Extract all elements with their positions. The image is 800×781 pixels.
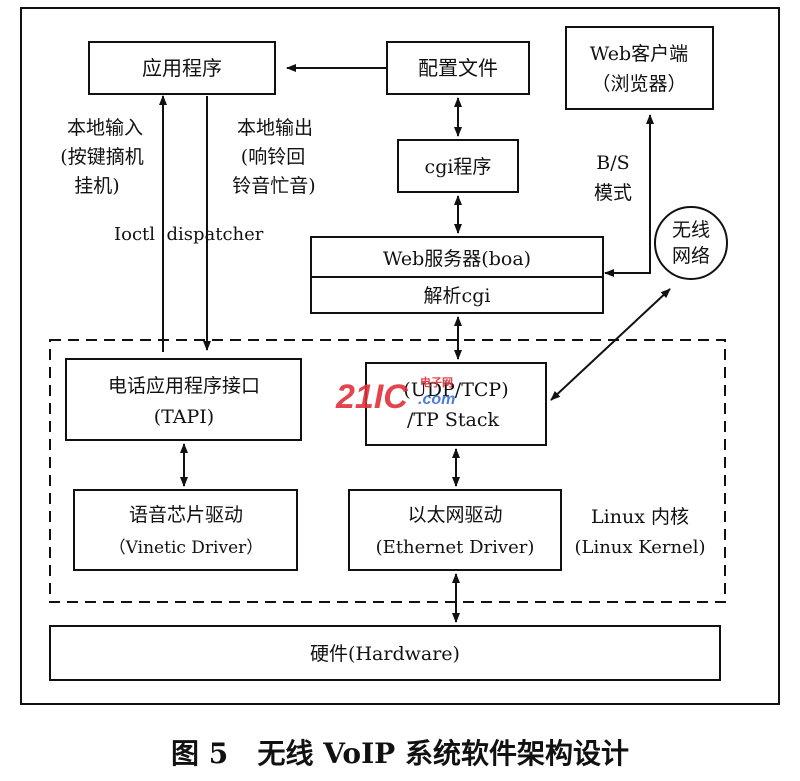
figure-caption: 图 5 无线 VoIP 系统软件架构设计 (171, 737, 629, 770)
linux-kernel-label: Linux 内核 (Linux Kernel) (574, 506, 705, 558)
bs-mode-label: B/S 模式 (594, 152, 632, 204)
eth-driver-label-2: (Ethernet Driver) (376, 537, 535, 558)
arrow-bs-mode (604, 114, 654, 277)
watermark-sub: 电子网 (420, 375, 453, 389)
svg-text:本地输入: 本地输入 (67, 117, 143, 139)
tcp-label-1: (UDP/TCP) (403, 379, 508, 401)
web-server-box: Web服务器(boa) 解析cgi (310, 236, 604, 314)
tcp-stack-box: (UDP/TCP) /TP Stack (365, 362, 547, 446)
voice-driver-label-2: （Vinetic Driver） (109, 538, 264, 558)
wireless-label-2: 网络 (672, 245, 710, 267)
cgi-box: cgi程序 (397, 139, 519, 193)
web-client-label-2: （浏览器） (591, 73, 686, 95)
config-label: 配置文件 (418, 56, 498, 80)
hardware-label: 硬件(Hardware) (310, 643, 460, 665)
arrow-wireless-tcp (550, 288, 671, 401)
svg-text:Linux 内核: Linux 内核 (591, 506, 689, 528)
web-client-box: Web客户端 （浏览器） (565, 26, 714, 110)
wireless-network-circle: 无线 网络 (654, 206, 728, 280)
tapi-label-1: 电话应用程序接口 (108, 375, 260, 397)
outer-frame (20, 7, 780, 705)
watermark-url: .com (418, 391, 455, 408)
local-output-label: 本地输出 (响铃回 铃音忙音) (232, 117, 315, 197)
local-input-label: 本地输入 (按键摘机 挂机) (60, 117, 143, 197)
app-label: 应用程序 (142, 56, 222, 80)
parse-cgi-label: 解析cgi (424, 285, 491, 307)
watermark-main: 21IC (335, 378, 408, 416)
svg-text:本地输出: 本地输出 (237, 117, 313, 139)
web-client-label-1: Web客户端 (590, 43, 688, 65)
svg-text:模式: 模式 (594, 182, 632, 204)
svg-text:(Linux Kernel): (Linux Kernel) (574, 537, 705, 558)
ioctl-dispatcher-label: Ioctl dispatcher (114, 224, 264, 245)
svg-text:挂机): 挂机) (74, 175, 119, 197)
eth-driver-label-1: 以太网驱动 (407, 504, 502, 526)
svg-text:(响铃回: (响铃回 (241, 146, 305, 168)
tapi-label-2: (TAPI) (154, 406, 214, 428)
voice-driver-label-1: 语音芯片驱动 (129, 504, 243, 526)
app-box: 应用程序 (88, 41, 276, 95)
config-box: 配置文件 (386, 41, 530, 95)
voice-driver-box: 语音芯片驱动 （Vinetic Driver） (73, 489, 298, 571)
tapi-box: 电话应用程序接口 (TAPI) (65, 358, 302, 441)
wireless-label-1: 无线 (672, 219, 710, 241)
svg-text:B/S: B/S (596, 152, 629, 174)
cgi-label: cgi程序 (425, 156, 492, 178)
hardware-box: 硬件(Hardware) (49, 625, 721, 681)
tcp-label-2: /TP Stack (407, 409, 500, 431)
watermark-logo: 21IC 电子网 .com (335, 375, 455, 416)
svg-text:(按键摘机: (按键摘机 (60, 146, 143, 168)
ethernet-driver-box: 以太网驱动 (Ethernet Driver) (348, 489, 562, 571)
web-server-label: Web服务器(boa) (383, 248, 531, 270)
svg-text:铃音忙音): 铃音忙音) (232, 175, 315, 197)
